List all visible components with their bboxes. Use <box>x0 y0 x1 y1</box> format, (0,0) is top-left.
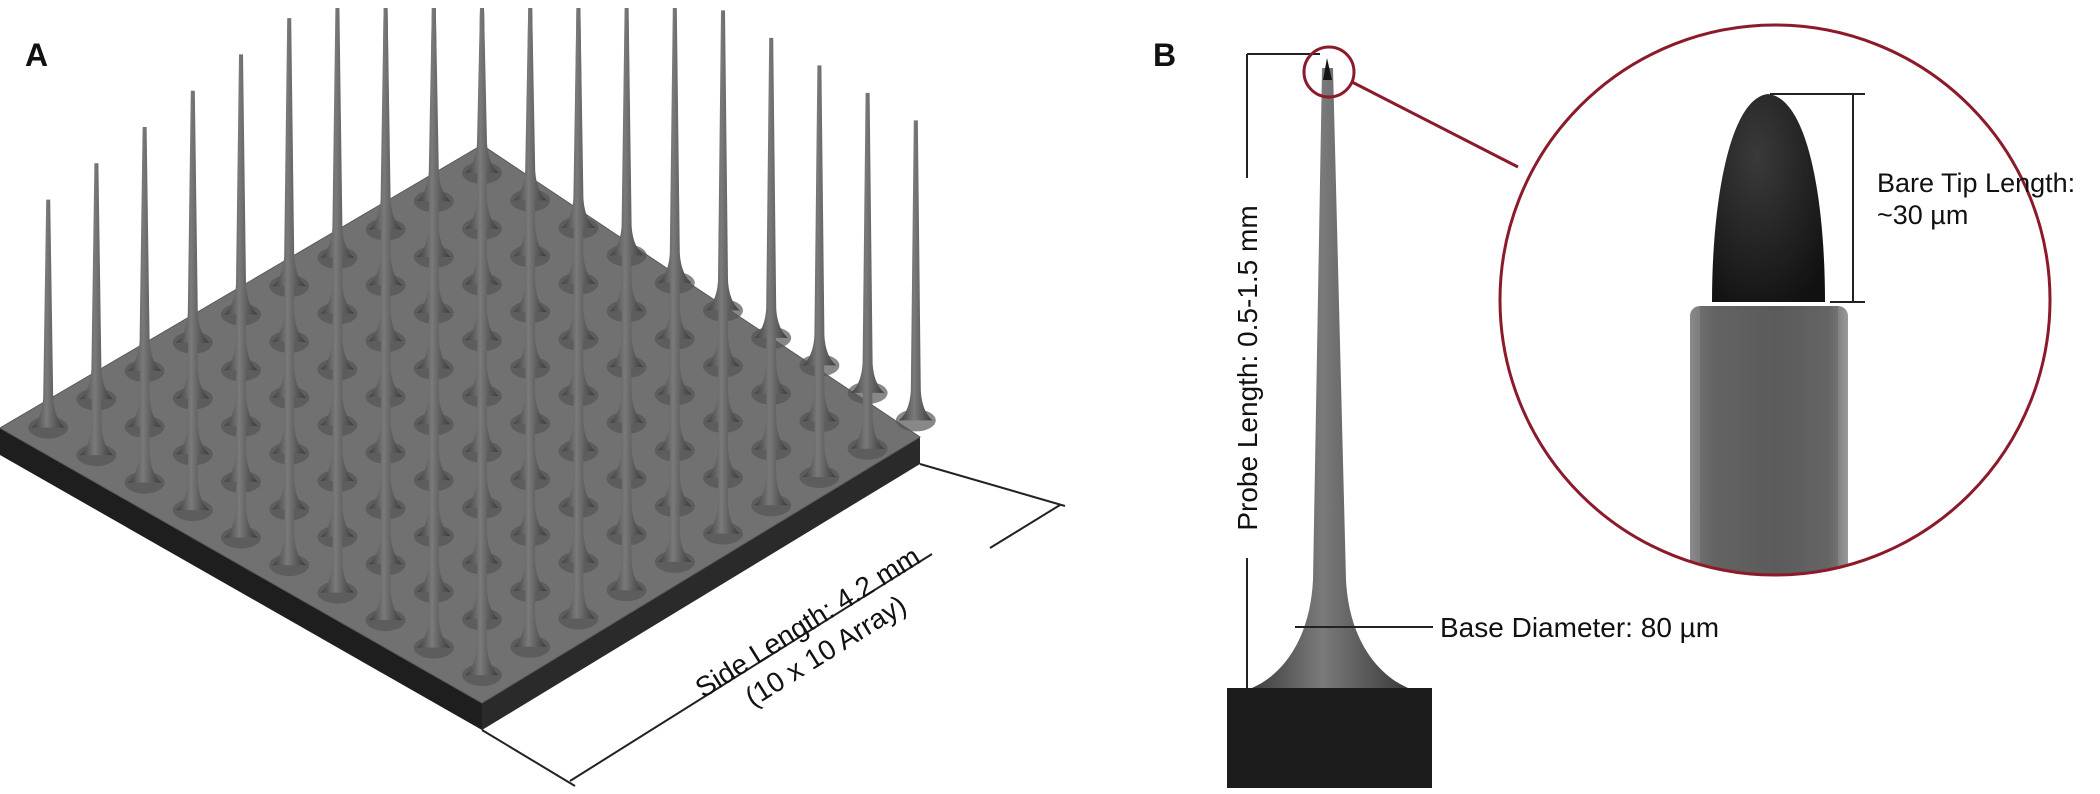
probe-shaft <box>1252 68 1408 688</box>
array-base-right-side <box>482 437 920 730</box>
microneedle <box>706 265 740 534</box>
side-length-dimension <box>481 463 1066 787</box>
microneedle <box>850 156 885 449</box>
probe-tip-dark <box>1323 58 1332 80</box>
microneedle <box>79 227 114 456</box>
needle-grid <box>28 8 936 687</box>
magnifier-zoom-circle <box>1498 23 2052 577</box>
zoomed-tip-view <box>1498 23 2052 577</box>
array-base-left-side <box>0 428 482 730</box>
microneedle <box>754 229 789 506</box>
zoomed-bare-tip <box>1712 94 1825 302</box>
microneedle <box>31 199 66 428</box>
microneedle <box>175 282 210 511</box>
microneedle-array-3d <box>0 8 936 730</box>
microneedle <box>561 374 596 619</box>
microneedle <box>513 410 548 647</box>
microneedle <box>465 447 499 676</box>
panel-a-label: A <box>25 37 48 73</box>
microneedle <box>272 337 307 566</box>
probe-base-block <box>1227 688 1432 788</box>
microneedle <box>416 419 451 648</box>
microneedle <box>609 338 644 591</box>
zoomed-shaft <box>1690 306 1848 575</box>
panel-b-label: B <box>1153 37 1176 73</box>
microneedle <box>320 364 355 593</box>
bare-tip-value-label: ~30 µm <box>1877 200 1968 230</box>
probe-length-dimension <box>1246 53 1320 688</box>
base-diameter-label: Base Diameter: 80 µm <box>1440 612 1719 643</box>
microneedle <box>368 392 403 621</box>
microneedle <box>657 301 692 562</box>
microneedle <box>127 254 162 483</box>
probe-length-label: Probe Length: 0.5-1.5 mm <box>1232 205 1263 530</box>
microneedle <box>224 309 258 538</box>
microneedle <box>898 120 933 421</box>
bare-tip-dimension <box>1770 93 1865 303</box>
microneedle <box>802 193 837 477</box>
magnifier-source-circle <box>1302 45 1356 99</box>
single-probe <box>1227 58 1432 788</box>
magnifier-connector <box>1351 80 1519 169</box>
bare-tip-length-label: Bare Tip Length: <box>1877 168 2075 198</box>
